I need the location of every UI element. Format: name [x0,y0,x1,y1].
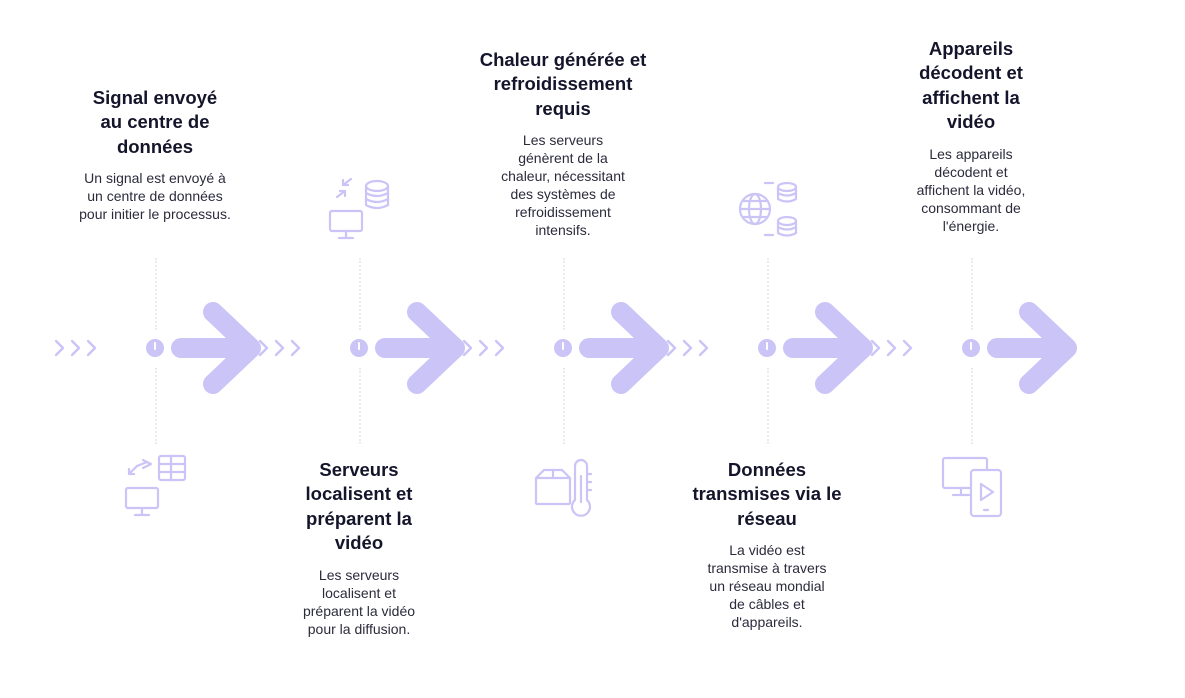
step-1-title: Signal envoyé au centre de données [92,87,218,157]
step-4-title: Données transmises via le réseau [692,459,842,529]
step-2-arrow-icon [375,299,469,397]
step-4-chevrons-icon [666,339,709,357]
step-5-description: Les appareils décodent et affichent la v… [916,145,1026,234]
globe-database-network-icon [735,175,803,243]
step-3-chevrons-icon [462,339,505,357]
step-2: Serveurs localisent et préparent la vidé… [257,0,461,698]
step-3-connector-top [563,258,565,330]
step-4-arrow-icon [783,299,877,397]
monitor-spreadsheet-transfer-icon [123,452,191,520]
step-1-chevrons-icon [54,339,97,357]
step-1-connector-top [155,258,157,330]
step-5-connector-top [971,258,973,330]
step-1-connector-bottom [155,368,157,444]
step-2-description: Les serveurs localisent et préparent la … [302,566,416,637]
step-3-connector-bottom [563,368,565,444]
step-5-title: Appareils décodent et affichent la vidéo [919,38,1023,133]
step-5-text: Appareils décodent et affichent la vidéo… [869,37,1073,235]
step-3-description: Les serveurs génèrent de la chaleur, néc… [501,132,625,239]
step-3-arrow-icon [579,299,673,397]
step-5: Appareils décodent et affichent la vidéo… [869,0,1073,698]
monitor-database-transfer-icon [327,175,395,243]
step-4-description: La vidéo est transmise à travers un rése… [707,542,827,631]
step-4: Données transmises via le réseau La vidé… [665,0,869,698]
step-2-chevrons-icon [258,339,301,357]
step-2-node-icon [350,339,368,357]
step-1-node-icon [146,339,164,357]
step-3-node-icon [554,339,572,357]
step-3-text: Chaleur générée et refroidissement requi… [461,48,665,239]
step-1: Signal envoyé au centre de données Un si… [53,0,257,698]
step-3: Chaleur générée et refroidissement requi… [461,0,665,698]
step-2-title: Serveurs localisent et préparent la vidé… [305,459,413,554]
step-4-connector-top [767,258,769,330]
step-5-node-icon [962,339,980,357]
step-2-text: Serveurs localisent et préparent la vidé… [257,458,461,638]
step-5-chevrons-icon [870,339,913,357]
step-1-text: Signal envoyé au centre de données Un si… [53,86,257,223]
step-5-arrow-icon [987,299,1081,397]
step-1-arrow-icon [171,299,265,397]
step-2-connector-top [359,258,361,330]
step-4-text: Données transmises via le réseau La vidé… [665,458,869,631]
step-5-connector-bottom [971,368,973,444]
monitor-phone-play-icon [939,452,1007,520]
step-4-connector-bottom [767,368,769,444]
step-1-description: Un signal est envoyé à un centre de donn… [79,170,231,223]
box-thermometer-icon [531,452,599,520]
step-2-connector-bottom [359,368,361,444]
step-3-title: Chaleur générée et refroidissement requi… [479,49,647,119]
step-4-node-icon [758,339,776,357]
